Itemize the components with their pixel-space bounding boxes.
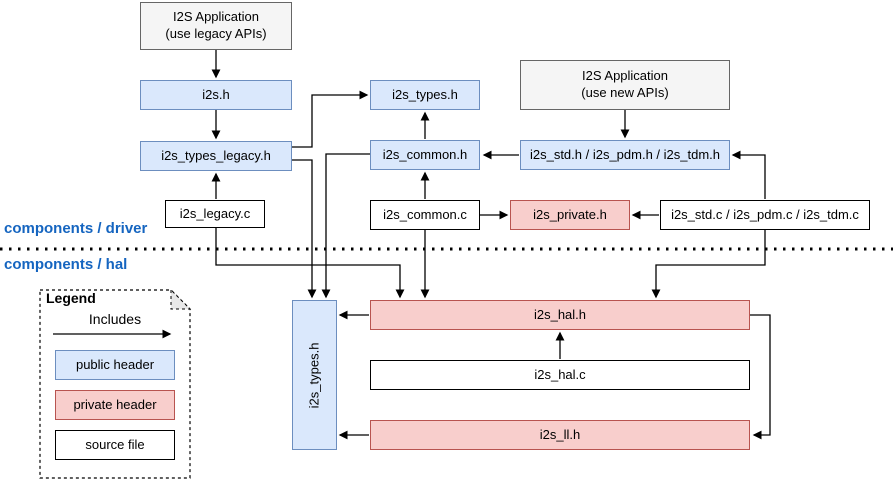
legend-item-source-file: source file bbox=[55, 430, 175, 460]
node-label: (use legacy APIs) bbox=[165, 26, 267, 41]
edge-i2s-legacy-c-to-i2s-hal-h bbox=[215, 228, 405, 299]
node-label: i2s_private.h bbox=[533, 206, 607, 222]
node-label: (use new APIs) bbox=[581, 85, 669, 100]
edge-i2s-common-h-to-hal-i2s-types-h bbox=[321, 153, 370, 299]
edge-i2s-std-c-to-i2s-std-h bbox=[731, 150, 766, 199]
node-i2s-legacy-c: i2s_legacy.c bbox=[165, 200, 265, 228]
driver-section-label: components / driver bbox=[4, 220, 148, 237]
node-label: I2S Application bbox=[172, 9, 259, 25]
node-i2s-hal-h: i2s_hal.h bbox=[370, 300, 750, 330]
node-label: i2s.h bbox=[202, 86, 230, 102]
node-i2s-std-pdm-tdm-c: i2s_std.c / i2s_pdm.c / i2s_tdm.c bbox=[660, 200, 870, 230]
node-label: i2s_ll.h bbox=[539, 426, 581, 442]
node-i2s-ll-h: i2s_ll.h bbox=[370, 420, 750, 450]
hal-section-label: components / hal bbox=[4, 256, 128, 273]
legend-title: Legend bbox=[46, 290, 96, 306]
legend-item-label: public header bbox=[75, 356, 155, 372]
node-label: i2s_legacy.c bbox=[179, 205, 251, 221]
node-label: i2s_hal.c bbox=[534, 366, 586, 382]
node-i2s-h: i2s.h bbox=[140, 80, 292, 110]
node-label: i2s_common.c bbox=[383, 206, 467, 222]
edge-i2s-std-c-to-i2s-hal-h bbox=[651, 230, 766, 299]
node-label: i2s_hal.h bbox=[533, 306, 587, 322]
node-i2s-common-h: i2s_common.h bbox=[370, 140, 480, 170]
node-i2s-application-legacy: I2S Application (use legacy APIs) bbox=[140, 2, 292, 50]
node-label: i2s_std.h / i2s_pdm.h / i2s_tdm.h bbox=[529, 146, 721, 162]
legend-item-public-header: public header bbox=[55, 350, 175, 380]
legend-includes-label: Includes bbox=[88, 311, 142, 327]
legend-item-label: source file bbox=[85, 436, 145, 452]
node-i2s-common-c: i2s_common.c bbox=[370, 200, 480, 230]
node-i2s-types-legacy-h: i2s_types_legacy.h bbox=[140, 141, 292, 171]
node-i2s-types-h-driver: i2s_types.h bbox=[370, 80, 480, 110]
legend-fold-corner-icon bbox=[170, 288, 192, 310]
node-i2s-types-h-hal: i2s_types.h bbox=[292, 300, 337, 450]
node-label: I2S Application bbox=[581, 68, 668, 84]
node-i2s-private-h: i2s_private.h bbox=[510, 200, 630, 230]
node-label: i2s_common.h bbox=[382, 146, 468, 162]
legend-item-label: private header bbox=[73, 396, 157, 412]
node-label: i2s_std.c / i2s_pdm.c / i2s_tdm.c bbox=[671, 206, 859, 222]
node-i2s-std-pdm-tdm-h: i2s_std.h / i2s_pdm.h / i2s_tdm.h bbox=[520, 140, 730, 170]
node-label: i2s_types.h bbox=[306, 342, 322, 408]
edge-i2s-types-legacy-h-to-hal-i2s-types-h bbox=[292, 159, 317, 299]
legend-item-private-header: private header bbox=[55, 390, 175, 420]
edge-i2s-types-legacy-h-to-i2s-types-h bbox=[292, 90, 369, 148]
edge-i2s-hal-h-to-i2s-ll-h bbox=[750, 314, 771, 440]
node-i2s-application-new: I2S Application (use new APIs) bbox=[520, 60, 730, 110]
node-label: i2s_types.h bbox=[392, 86, 458, 102]
node-label: i2s_types_legacy.h bbox=[161, 147, 271, 163]
node-i2s-hal-c: i2s_hal.c bbox=[370, 360, 750, 390]
